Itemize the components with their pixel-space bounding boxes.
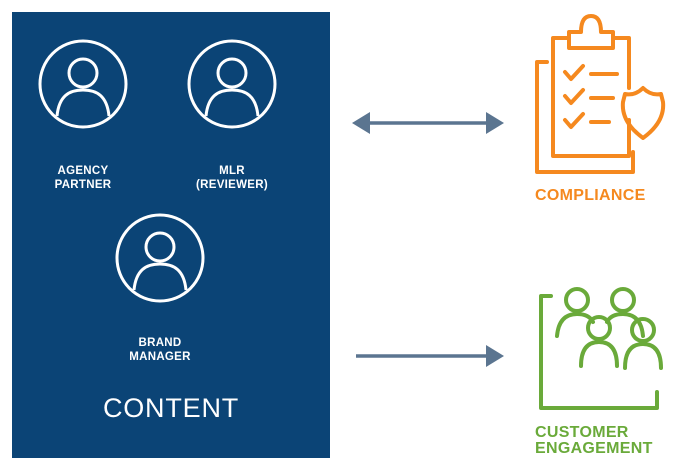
role-label-brand-manager: BRAND MANAGER	[129, 337, 191, 363]
agency-partner-person-icon	[38, 39, 128, 129]
customer-engagement-label: CUSTOMER ENGAGEMENT	[535, 424, 653, 457]
compliance-label: COMPLIANCE	[535, 187, 646, 204]
mlr-reviewer-person-icon	[187, 39, 277, 129]
brand-manager-person-icon	[115, 213, 205, 303]
content-panel	[12, 12, 330, 458]
people-group-icon	[539, 287, 663, 410]
role-label-mlr-reviewer: MLR (REVIEWER)	[196, 165, 268, 191]
right-arrow	[356, 345, 504, 367]
clipboard-checklist-shield-icon	[535, 14, 666, 174]
content-title: CONTENT	[102, 393, 240, 423]
role-label-agency-partner: AGENCY PARTNER	[54, 165, 112, 191]
bidirectional-arrow	[352, 112, 504, 134]
